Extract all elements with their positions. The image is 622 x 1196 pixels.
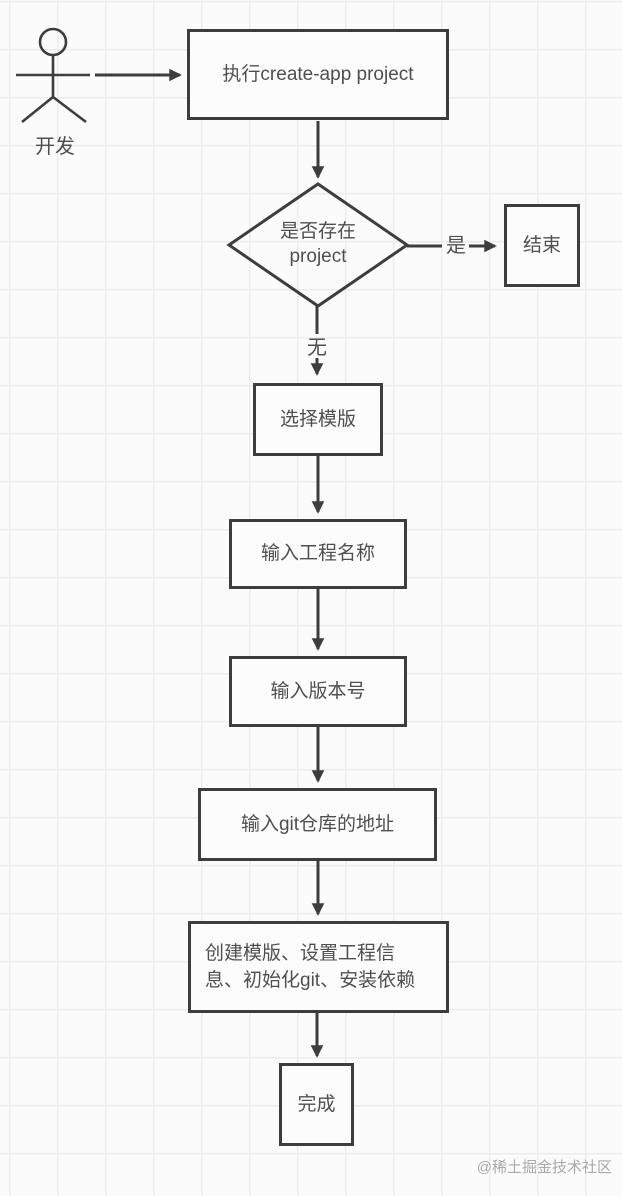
actor-head bbox=[38, 27, 68, 57]
node-done: 完成 bbox=[279, 1063, 354, 1146]
node-end: 结束 bbox=[504, 204, 580, 287]
node-done-label: 完成 bbox=[297, 1093, 336, 1115]
node-select-template-label: 选择模版 bbox=[279, 408, 356, 430]
edge-label-yes: 是 bbox=[446, 235, 466, 257]
node-decision-label: 是否存在 project bbox=[279, 221, 356, 267]
node-input-project-name-label: 输入工程名称 bbox=[260, 543, 375, 565]
actor-left-leg bbox=[21, 95, 54, 124]
actor-right-leg bbox=[52, 95, 87, 124]
node-input-git-url: 输入git仓库的地址 bbox=[198, 788, 437, 861]
watermark-text: @稀土掘金技术社区 bbox=[476, 1159, 612, 1176]
node-end-label: 结束 bbox=[522, 234, 561, 256]
node-create-steps: 创建模版、设置工程信息、初始化git、安装依赖 bbox=[188, 921, 449, 1013]
node-select-template: 选择模版 bbox=[253, 383, 383, 456]
node-input-git-url-label: 输入git仓库的地址 bbox=[240, 813, 395, 835]
node-create-steps-label: 创建模版、设置工程信息、初始化git、安装依赖 bbox=[205, 943, 416, 991]
actor-label: 开发 bbox=[35, 136, 75, 158]
edge-label-none: 无 bbox=[307, 337, 327, 359]
node-execute-create-app: 执行create-app project bbox=[187, 29, 449, 120]
node-input-version: 输入版本号 bbox=[229, 656, 407, 727]
actor-developer-icon bbox=[16, 27, 90, 124]
node-input-version-label: 输入版本号 bbox=[270, 680, 366, 702]
node-input-project-name: 输入工程名称 bbox=[229, 519, 407, 589]
node-execute-create-app-label: 执行create-app project bbox=[222, 63, 414, 85]
